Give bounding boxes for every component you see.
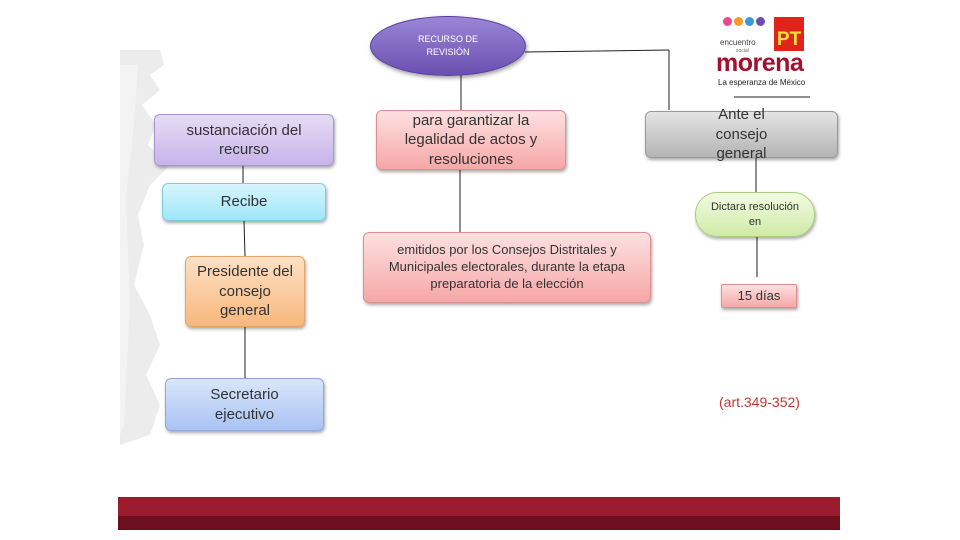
node-secretario: Secretario ejecutivo [165,378,324,431]
node-dictara-label: Dictara resolución en [710,201,800,228]
footer-band-top [118,497,840,516]
node-15-dias: 15 días [721,284,797,308]
node-ante-consejo: Ante el consejo general [645,106,838,162]
footer-band-bottom [118,516,840,530]
node-15-dias-label: 15 días [737,287,781,303]
node-sustanciacion: sustanciación del recurso [154,114,334,166]
node-garantizar: para garantizar la legalidad de actos y … [376,110,566,170]
node-emitidos: emitidos por los Consejos Distritales y … [363,232,651,303]
node-dictara: Dictara resolución en [695,192,815,237]
article-reference: (art.349-352) [719,394,800,410]
logo-social-text: social [736,48,749,54]
root-node-recurso-de-revision: RECURSO DE REVISIÓN [370,16,526,76]
node-ante-consejo-label: Ante el consejo general [715,106,768,163]
pt-logo-text: PT [776,29,802,50]
node-presidente-label: Presidente del consejo general [197,263,293,320]
party-logos: encuentro social PT morena La esperanza … [716,15,816,95]
morena-logo-text: morena [716,49,804,77]
node-emitidos-label: emitidos por los Consejos Distritales y … [388,242,626,291]
node-recibe: Recibe [162,183,326,221]
node-secretario-label: Secretario ejecutivo [210,386,279,423]
morena-tagline: La esperanza de México [718,78,806,87]
node-garantizar-label: para garantizar la legalidad de actos y … [404,111,538,168]
node-sustanciacion-label: sustanciación del recurso [186,121,302,159]
node-recibe-label: Recibe [220,193,268,211]
node-presidente: Presidente del consejo general [185,256,305,327]
encuentro-social-icon [723,17,765,26]
watermark-graphic [120,50,170,445]
pt-logo: PT [774,17,804,51]
logo-encuentro-text: encuentro [720,38,756,47]
root-node-label: RECURSO DE REVISIÓN [417,33,478,58]
